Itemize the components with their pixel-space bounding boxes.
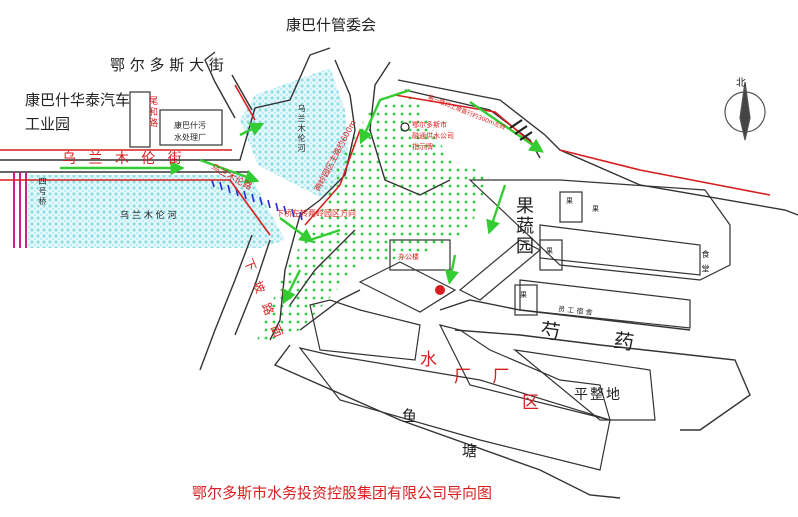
- label-guo-2: 果: [546, 247, 553, 255]
- label-wulanmulun-street: 乌 兰 木 伦 街: [62, 151, 186, 167]
- river-left: [28, 175, 285, 248]
- green-area-central: [255, 95, 490, 345]
- label-office: 办公楼: [398, 253, 419, 261]
- label-fish-pond-1: 鱼: [402, 407, 418, 425]
- buildings: [129, 91, 731, 471]
- river-top: [240, 68, 350, 200]
- label-guo-4: 果: [592, 205, 599, 213]
- label-north: 北: [736, 78, 746, 89]
- label-kangbashi-committee: 康巴什管委会: [286, 16, 377, 34]
- label-weihe-road: 尾和路: [147, 96, 157, 129]
- label-wulanmulun-river-left: 乌 兰 木 伦 河: [120, 211, 177, 221]
- north-compass-icon: [724, 81, 766, 141]
- label-orchard: 果蔬园: [513, 196, 534, 256]
- label-canteen: 食 堂: [701, 250, 710, 275]
- label-sewage-plant: 康巴什污 水处理厂: [174, 121, 206, 142]
- label-fish-pond-2: 塘: [462, 442, 478, 460]
- label-wulanmulun-river-top: 乌兰木伦河: [297, 104, 306, 154]
- railing: [211, 179, 303, 221]
- bridge-right: [509, 119, 533, 141]
- label-bridge-4: 四号桥: [38, 177, 47, 207]
- bridge-stripes: [13, 172, 27, 248]
- label-erdos-street: 鄂 尔 多 斯 大 街: [110, 56, 224, 74]
- red-markers: [400, 122, 445, 295]
- footer-title: 鄂尔多斯市水务投资控股集团有限公司导向图: [192, 484, 493, 502]
- label-water-factory-3: 区: [522, 393, 539, 413]
- label-water-factory-1: 水: [420, 350, 437, 370]
- label-erdos-water-supply: 鄂尔多斯市 融通供水公司 指示牌: [412, 121, 454, 151]
- label-downstream-note: 下桥左转两岭园区方向: [276, 209, 356, 218]
- label-guo-1: 果: [566, 197, 573, 205]
- label-pingzhengdi: 平整地: [574, 387, 622, 403]
- label-water-factory-2: 厂 厂: [454, 367, 518, 387]
- label-huatai-park: 康巴什华泰汽车 工业园: [25, 91, 131, 133]
- routes: [60, 88, 544, 305]
- label-guo-3: 果: [520, 291, 527, 299]
